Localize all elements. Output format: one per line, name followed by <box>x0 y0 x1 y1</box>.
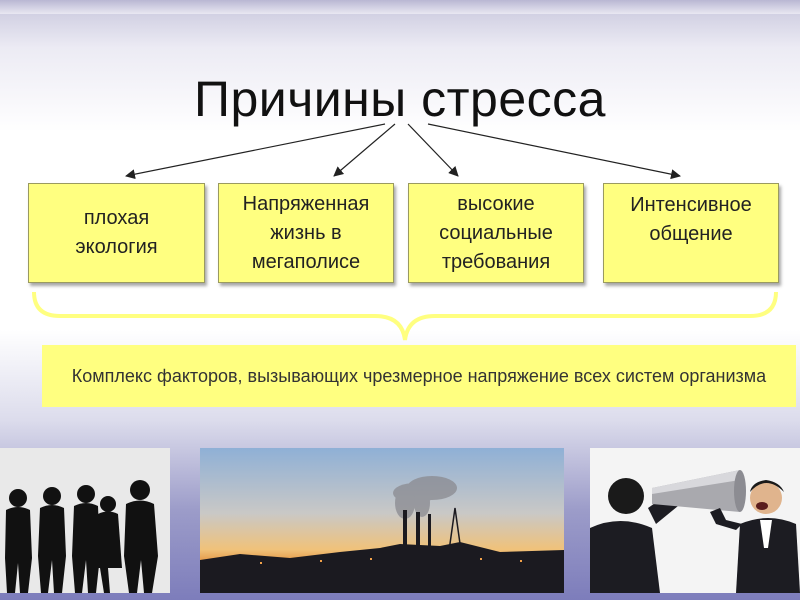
factory-smoke-photo <box>200 448 564 593</box>
slide-title: Причины стресса <box>194 71 606 127</box>
slide-top-band <box>0 0 800 14</box>
cause-label: Интенсивное общение <box>630 194 752 245</box>
arrow-to-cause-2 <box>333 123 396 177</box>
summary-definition: Комплекс факторов, вызывающих чрезмерное… <box>42 345 796 407</box>
arrow-to-cause-3 <box>407 123 459 177</box>
cause-box-megapolis: Напряженная жизнь в мегаполисе <box>218 183 394 283</box>
people-silhouettes-photo <box>0 448 170 593</box>
cause-box-ecology: плохая экология <box>28 183 205 283</box>
cause-box-communication: Интенсивное общение <box>603 183 779 283</box>
megaphone-shouting-photo <box>590 448 800 593</box>
cause-label: плохая экология <box>75 207 158 258</box>
summary-text: Комплекс факторов, вызывающих чрезмерное… <box>71 365 767 386</box>
cause-label: Напряженная жизнь в мегаполисе <box>242 192 370 273</box>
arrow-to-cause-1 <box>125 123 386 180</box>
arrow-to-cause-4 <box>427 123 681 180</box>
cause-box-social-demands: высокие социальные требования <box>408 183 584 283</box>
curly-brace <box>32 291 778 341</box>
cause-label: высокие социальные требования <box>439 192 553 273</box>
